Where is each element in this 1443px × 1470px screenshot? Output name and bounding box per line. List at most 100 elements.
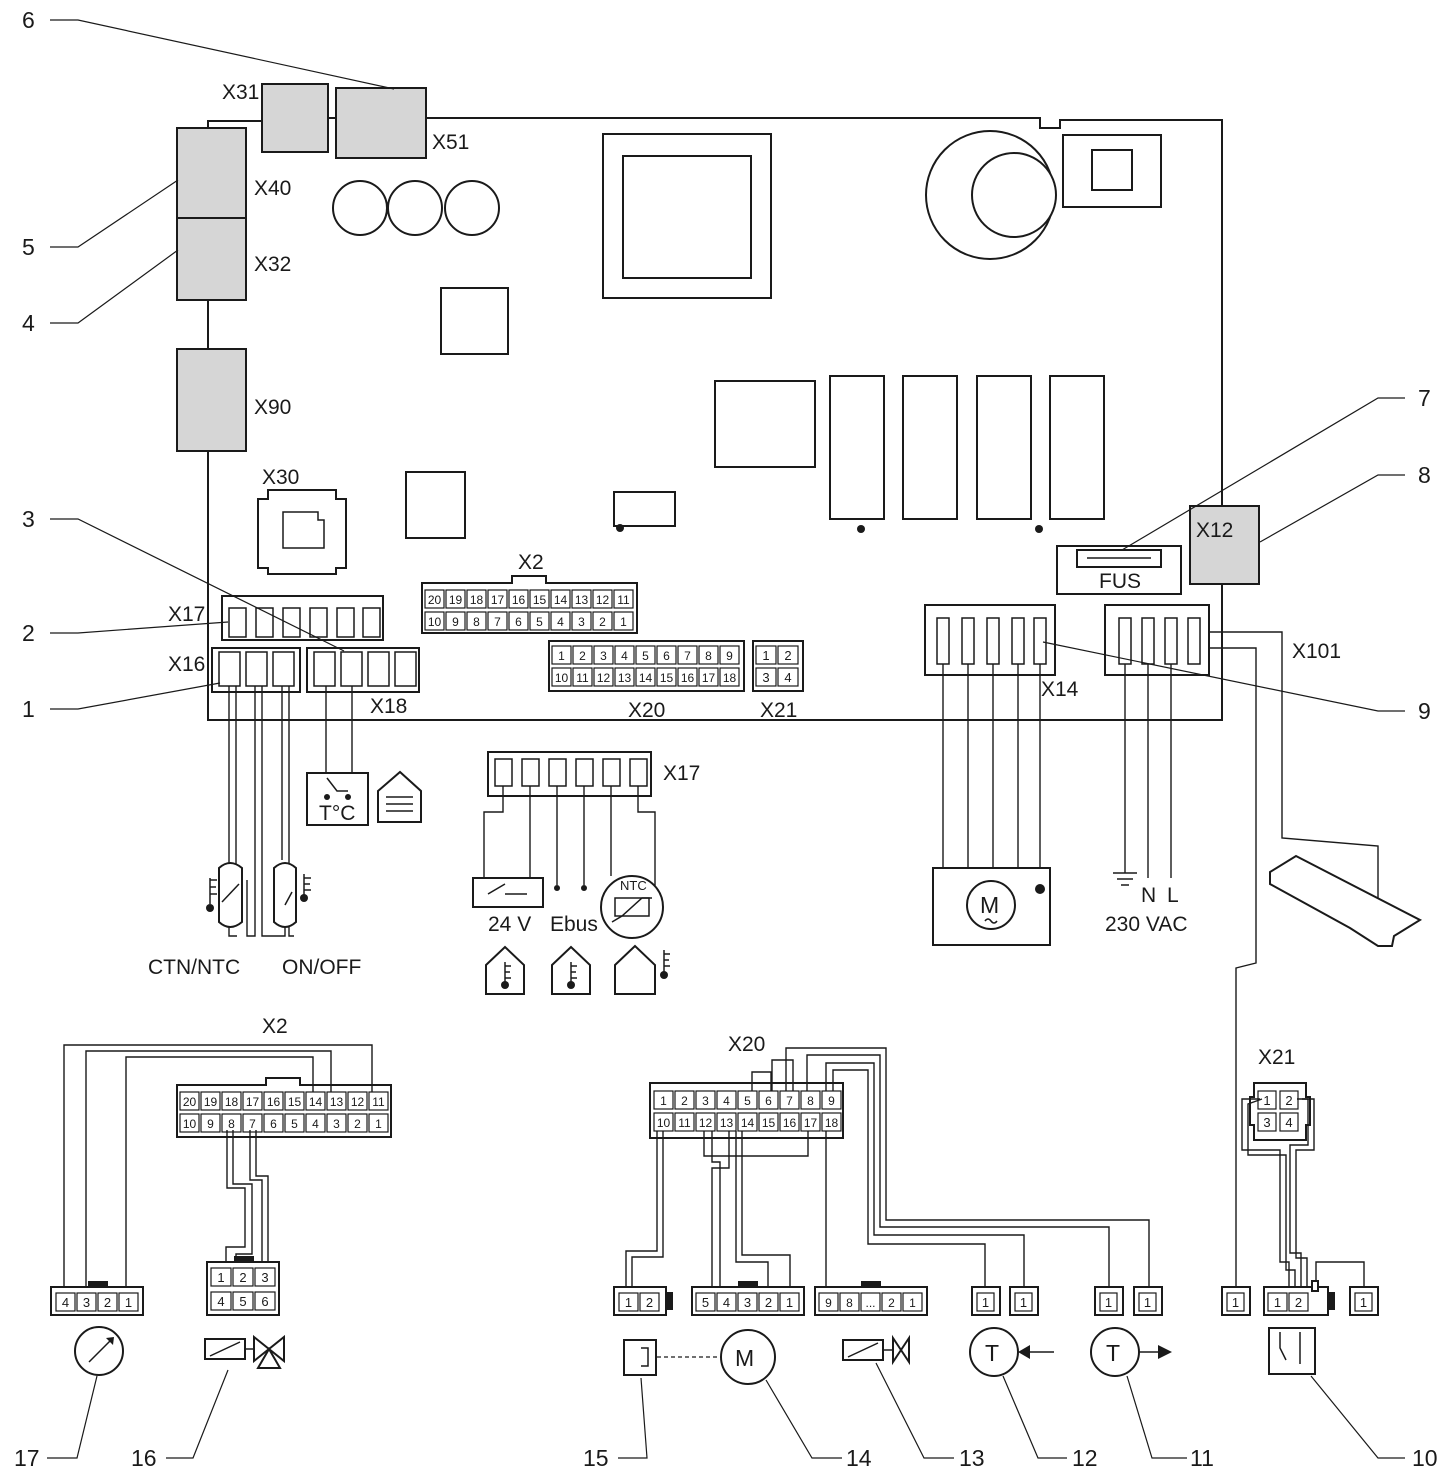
on-off-sensor <box>273 862 311 928</box>
pin-label: 6 <box>765 1094 772 1108</box>
pin-label: 13 <box>618 671 632 685</box>
pin-cell <box>698 645 719 665</box>
pin-cell <box>674 1112 695 1132</box>
fan-motor <box>720 1329 776 1385</box>
label-x12: X12 <box>1196 519 1233 542</box>
pin-label: 11 <box>617 593 630 607</box>
pin-label: 3 <box>762 670 769 685</box>
pin-cell <box>821 1090 842 1110</box>
pin-label: 11 <box>678 1116 691 1130</box>
pin-label: 5 <box>642 649 649 663</box>
label-ntc: NTC <box>620 878 647 893</box>
pin-label: 8 <box>807 1094 814 1108</box>
earth-symbol <box>1113 872 1137 886</box>
pin-cell <box>572 667 593 687</box>
pin-cell <box>592 589 613 609</box>
callout-13: 13 <box>959 1445 985 1470</box>
capacitor <box>332 180 388 236</box>
connector-x16 <box>211 647 301 693</box>
label-x14: X14 <box>1041 678 1079 701</box>
pin-cell <box>800 1112 821 1132</box>
pin-label: 1 <box>1360 1295 1367 1310</box>
label-x51: X51 <box>432 131 469 154</box>
pin-label: 17 <box>246 1095 260 1109</box>
pin-label: 1 <box>786 1295 793 1310</box>
label-x2-board: X2 <box>518 551 544 574</box>
pin-cell <box>719 645 740 665</box>
label-x20-board: X20 <box>628 699 665 722</box>
pin-label: 18 <box>470 593 484 607</box>
pin-label: 4 <box>723 1295 730 1310</box>
pin-label: 14 <box>741 1116 755 1130</box>
pin-label: 11 <box>576 671 589 685</box>
pin-label: 10 <box>657 1116 671 1130</box>
connector-x17-external <box>487 751 652 797</box>
pin-label: 17 <box>702 671 716 685</box>
pin-label: 2 <box>784 648 791 663</box>
pin-cell <box>200 1091 221 1111</box>
pin-label: 7 <box>684 649 691 663</box>
pin1-dot <box>616 524 624 532</box>
pin-label: 9 <box>828 1094 835 1108</box>
pin-cell <box>719 667 740 687</box>
module-core <box>1091 149 1133 191</box>
label-x90: X90 <box>254 396 291 419</box>
pin-label: 3 <box>1263 1115 1270 1130</box>
pin-cell <box>677 667 698 687</box>
pin-label: 4 <box>217 1294 224 1309</box>
pin-cell <box>232 1267 254 1287</box>
pin-cell <box>305 1091 326 1111</box>
connector-x12 <box>1189 505 1260 585</box>
pump-motor <box>966 880 1016 930</box>
pin-cell <box>76 1292 97 1312</box>
capacitor <box>444 180 500 236</box>
pin-cell <box>613 611 634 631</box>
pin-cell <box>1138 1292 1157 1312</box>
label-x31: X31 <box>222 81 259 104</box>
pin-cell <box>368 1113 389 1133</box>
pin-cell <box>1267 1292 1288 1312</box>
pin-label: 10 <box>183 1117 197 1131</box>
pin-label: 1 <box>1274 1295 1281 1310</box>
hall-sensor <box>623 1339 657 1376</box>
pin-label: 3 <box>578 615 585 629</box>
pin-label: 4 <box>621 649 628 663</box>
pin-label: 20 <box>183 1095 197 1109</box>
x2-bottom-wires <box>63 1044 373 1295</box>
pin-label: 12 <box>351 1095 365 1109</box>
room-thermostat-icon <box>485 945 525 995</box>
pin-cell <box>1099 1292 1118 1312</box>
label-motor-fan: M <box>735 1345 754 1371</box>
pin-cell <box>1279 1112 1299 1132</box>
pin-cell <box>656 667 677 687</box>
pin-label: 16 <box>512 593 526 607</box>
pin-label: 2 <box>646 1295 653 1310</box>
pin-label: 1 <box>1020 1295 1027 1310</box>
callout-5: 5 <box>22 234 35 260</box>
callout-12: 12 <box>1072 1445 1098 1470</box>
relay <box>829 375 885 520</box>
pin-label: 1 <box>1232 1295 1239 1310</box>
pin-cell <box>779 1292 800 1312</box>
pin-cell <box>232 1291 254 1311</box>
relay-dot <box>1035 525 1043 533</box>
pin-cell <box>614 667 635 687</box>
label-x18: X18 <box>370 695 407 718</box>
pin-cell <box>716 1292 737 1312</box>
pin-cell <box>424 589 445 609</box>
pin-cell <box>695 1090 716 1110</box>
pin-label: 8 <box>228 1117 235 1131</box>
pin-label: 18 <box>825 1116 839 1130</box>
pin-label: 8 <box>473 615 480 629</box>
relay <box>1049 375 1105 520</box>
pin-label: 1 <box>375 1117 382 1131</box>
pin-cell <box>779 1090 800 1110</box>
label-x21-bottom: X21 <box>1258 1046 1295 1069</box>
connector-x30 <box>257 489 347 575</box>
pin-cell <box>698 667 719 687</box>
pin-label: 3 <box>83 1295 90 1310</box>
pin-cell <box>779 1112 800 1132</box>
